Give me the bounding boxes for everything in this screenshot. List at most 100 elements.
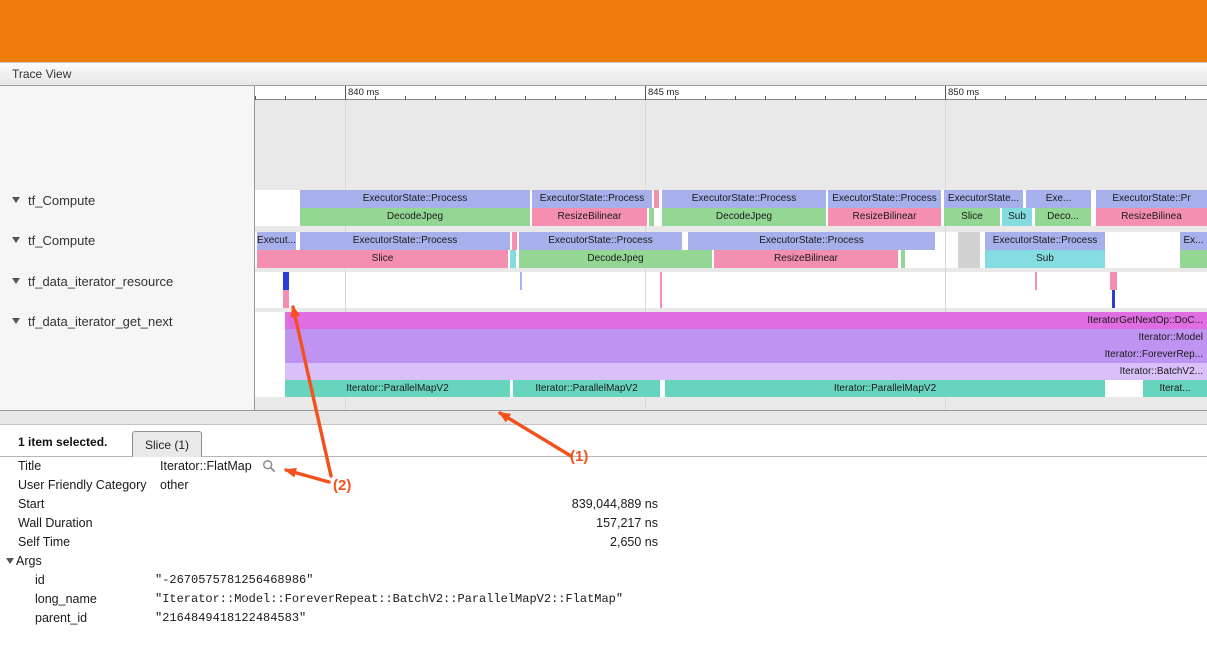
collapse-triangle-icon bbox=[12, 237, 20, 243]
tab-slice[interactable]: Slice (1) bbox=[132, 431, 203, 457]
trace-slice[interactable]: ResizeBilinear bbox=[714, 250, 898, 268]
trace-slice[interactable] bbox=[958, 250, 980, 268]
slice-details: Title Iterator::FlatMap User Friendly Ca… bbox=[0, 457, 1207, 664]
trace-slice[interactable]: ExecutorState::Process bbox=[300, 232, 510, 250]
trace-slice[interactable]: IteratorGetNextOp::DoC... bbox=[285, 312, 1207, 329]
trace-slice[interactable]: ExecutorState::Process bbox=[519, 232, 682, 250]
panel-splitter[interactable] bbox=[0, 410, 1207, 425]
trace-slice[interactable]: Iterator::ParallelMapV2 bbox=[285, 380, 510, 397]
trace-slice[interactable]: Iterator::ParallelMapV2 bbox=[513, 380, 660, 397]
trace-slice[interactable] bbox=[649, 208, 654, 226]
tab-slice-label: Slice (1) bbox=[145, 437, 190, 452]
track-row-tf-data-iterator-get-next[interactable]: tf_data_iterator_get_next bbox=[12, 313, 173, 329]
detail-value: other bbox=[160, 478, 189, 492]
trace-slice[interactable] bbox=[1112, 290, 1115, 308]
slice-title-value: Iterator::FlatMap bbox=[160, 459, 252, 473]
ruler-minor-tick bbox=[1005, 96, 1006, 100]
arg-label: parent_id bbox=[35, 611, 88, 625]
arg-label: long_name bbox=[35, 592, 97, 606]
trace-slice[interactable]: Iterator::ForeverRep... bbox=[285, 346, 1207, 363]
trace-slice[interactable] bbox=[510, 250, 516, 268]
trace-slice[interactable] bbox=[1110, 272, 1117, 290]
ruler-minor-tick bbox=[915, 96, 916, 100]
trace-slice[interactable] bbox=[901, 250, 905, 268]
gridline bbox=[945, 100, 946, 410]
trace-slice[interactable] bbox=[283, 290, 289, 308]
track-row-tf-data-iterator-resource[interactable]: tf_data_iterator_resource bbox=[12, 273, 173, 289]
ruler-minor-tick bbox=[495, 96, 496, 100]
trace-slice[interactable] bbox=[660, 290, 662, 308]
ruler-minor-tick bbox=[375, 96, 376, 100]
detail-row-title: Title Iterator::FlatMap bbox=[0, 457, 1207, 476]
trace-slice[interactable]: Exe... bbox=[1026, 190, 1091, 208]
trace-slice[interactable]: Slice bbox=[944, 208, 1000, 226]
trace-slice[interactable] bbox=[660, 272, 662, 290]
detail-label: Self Time bbox=[18, 535, 71, 549]
trace-slice[interactable] bbox=[1180, 250, 1207, 268]
trace-slice[interactable]: Iterator::BatchV2... bbox=[285, 363, 1207, 380]
args-label: Args bbox=[16, 554, 42, 568]
detail-row-self-time: Self Time 2,650 ns bbox=[0, 533, 1207, 552]
trace-slice[interactable]: ExecutorState::Process bbox=[828, 190, 941, 208]
arg-row-parent-id: parent_id "2164849418122484583" bbox=[0, 609, 1207, 628]
trace-slice[interactable]: Deco... bbox=[1035, 208, 1091, 226]
trace-slice[interactable]: ExecutorState::Pr bbox=[1096, 190, 1207, 208]
ruler-minor-tick bbox=[585, 96, 586, 100]
trace-slice[interactable]: ExecutorState::Process bbox=[688, 232, 935, 250]
trace-slice[interactable]: Execut... bbox=[257, 232, 296, 250]
trace-slice[interactable]: ExecutorState::Process bbox=[985, 232, 1105, 250]
ruler-minor-tick bbox=[405, 96, 406, 100]
trace-slice[interactable]: ExecutorState... bbox=[944, 190, 1023, 208]
track-row-tf-compute-1[interactable]: tf_Compute bbox=[12, 192, 95, 208]
trace-slice[interactable]: ExecutorState::Process bbox=[300, 190, 530, 208]
trace-slice[interactable]: ResizeBilinear bbox=[532, 208, 647, 226]
ruler-minor-tick bbox=[1125, 96, 1126, 100]
trace-slice[interactable]: Slice bbox=[257, 250, 508, 268]
ruler-minor-tick bbox=[1095, 96, 1096, 100]
detail-label: Title bbox=[18, 459, 42, 473]
ruler-minor-tick bbox=[765, 96, 766, 100]
trace-slice[interactable]: Iterator::ParallelMapV2 bbox=[665, 380, 1105, 397]
ruler-minor-tick bbox=[825, 96, 826, 100]
annotation-label-2: (2) bbox=[333, 477, 352, 494]
ruler-minor-tick bbox=[615, 96, 616, 100]
trace-slice[interactable]: ResizeBilinear bbox=[828, 208, 941, 226]
ruler-minor-tick bbox=[465, 96, 466, 100]
trace-slice[interactable] bbox=[512, 232, 517, 250]
trace-slice[interactable] bbox=[520, 272, 522, 290]
trace-slice[interactable] bbox=[283, 272, 289, 290]
track-name: tf_data_iterator_resource bbox=[28, 273, 174, 289]
track-row-tf-compute-2[interactable]: tf_Compute bbox=[12, 232, 95, 248]
annotation-label-1: (1) bbox=[570, 448, 589, 465]
trace-slice[interactable]: Sub bbox=[1002, 208, 1032, 226]
trace-slice[interactable]: DecodeJpeg bbox=[519, 250, 712, 268]
trace-slice[interactable]: ExecutorState::Process bbox=[662, 190, 826, 208]
detail-row-category: User Friendly Category other bbox=[0, 476, 1207, 495]
trace-slice[interactable]: Ex... bbox=[1180, 232, 1207, 250]
detail-value: 157,217 ns bbox=[596, 516, 658, 530]
collapse-triangle-icon bbox=[6, 558, 14, 564]
trace-slice[interactable]: ExecutorState::Process bbox=[532, 190, 652, 208]
track-name: tf_Compute bbox=[28, 192, 96, 208]
trace-slice[interactable]: Sub bbox=[985, 250, 1105, 268]
trace-slice[interactable]: Iterat... bbox=[1143, 380, 1207, 397]
ruler-minor-tick bbox=[315, 96, 316, 100]
trace-slice[interactable] bbox=[958, 232, 980, 250]
trace-slice[interactable] bbox=[654, 190, 659, 208]
ruler-minor-tick bbox=[255, 96, 256, 100]
ruler-minor-tick bbox=[1185, 96, 1186, 100]
trace-slice[interactable]: DecodeJpeg bbox=[300, 208, 530, 226]
magnifier-icon[interactable] bbox=[262, 459, 276, 473]
trace-slice[interactable]: Iterator::Model bbox=[285, 329, 1207, 346]
ruler-major-tick bbox=[945, 86, 946, 100]
trace-slice[interactable]: ResizeBilinea bbox=[1096, 208, 1207, 226]
args-toggle[interactable]: Args bbox=[6, 554, 42, 568]
args-header-row: Args bbox=[0, 552, 1207, 571]
trace-view-header: Trace View bbox=[0, 62, 1207, 86]
ruler-tick-label: 840 ms bbox=[348, 87, 380, 98]
trace-slice[interactable] bbox=[1035, 272, 1037, 290]
ruler-minor-tick bbox=[555, 96, 556, 100]
trace-slice[interactable]: DecodeJpeg bbox=[662, 208, 826, 226]
